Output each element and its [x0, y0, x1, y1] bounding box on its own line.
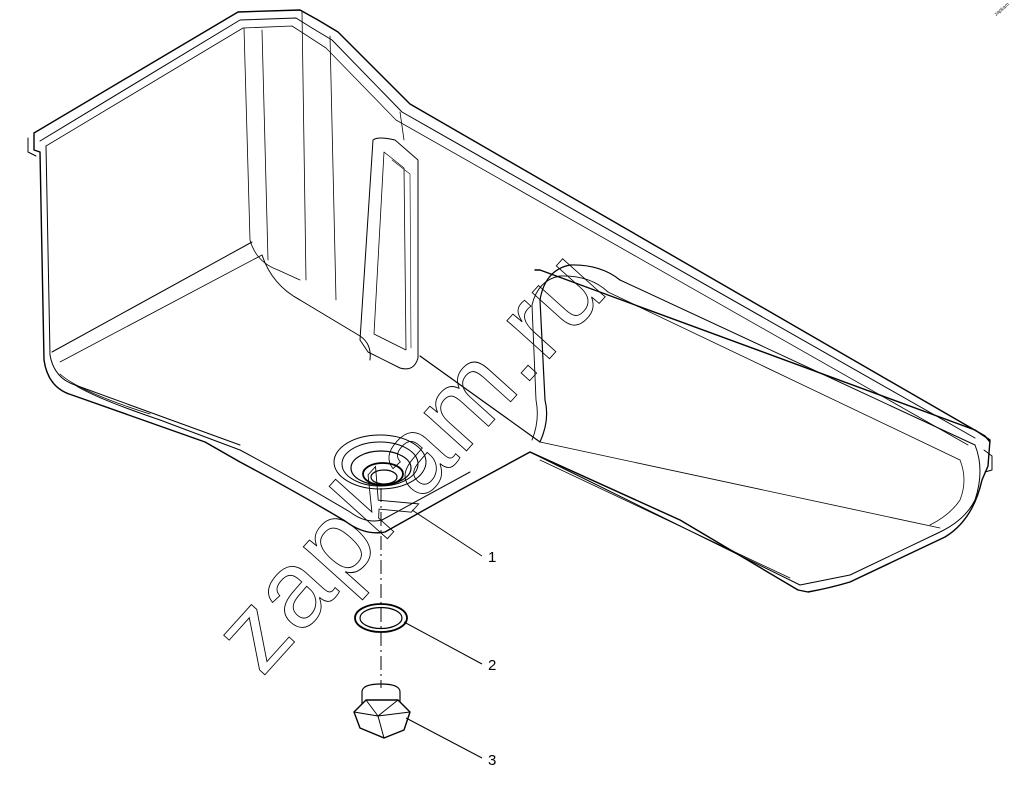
drain-boss-hole: [362, 462, 404, 486]
callout-label-2: 2: [488, 657, 496, 674]
wall-vertical-1: [301, 11, 307, 281]
center-slot-outer: [359, 137, 419, 370]
drain-boss-hole-inner: [370, 469, 398, 485]
center-slot-inner-2: [391, 159, 412, 349]
flange-inner-line-top-2: [45, 25, 969, 446]
drain-plug-hex-face: [353, 699, 411, 739]
oil-pan: [27, 9, 993, 593]
left-wall-inner: [243, 27, 301, 281]
right-section-floor-line: [607, 291, 961, 461]
right-bottom-edge-2: [539, 459, 791, 579]
watermark: zapkam.ru: [189, 224, 628, 693]
right-end-wall-inner: [929, 459, 965, 526]
drain-boss: [333, 434, 427, 490]
sump-front-lower: [74, 384, 471, 522]
left-wall: [45, 145, 241, 446]
left-wall-inner-2: [261, 29, 269, 261]
drain-boss-mid: [341, 441, 419, 487]
right-end-wall: [799, 444, 981, 586]
leader-line-2: [403, 621, 483, 665]
wall-vertical-3: [399, 111, 405, 141]
callout-label-3: 3: [488, 752, 496, 769]
drain-plug-hex: [353, 699, 411, 739]
step-hump-inner: [531, 275, 609, 441]
drain-boss-outer: [333, 434, 427, 490]
leader-lines: [403, 509, 483, 759]
drain-plug: [353, 683, 411, 739]
sump-floor-left-2: [59, 254, 263, 363]
callout-label-1: 1: [488, 549, 496, 566]
oil-pan-outer-outline: [33, 9, 991, 593]
sealing-ring-inner: [359, 606, 403, 630]
leader-line-3: [405, 717, 483, 759]
sump-floor-left: [51, 241, 253, 353]
flange-inner-line-top: [39, 17, 976, 439]
right-section-top: [619, 279, 976, 446]
center-slot-inner: [373, 151, 407, 351]
right-section-floor-line-2: [539, 441, 941, 529]
corner-mark: zapkam: [993, 2, 1010, 18]
sump-floor-inner: [261, 254, 371, 361]
sump-front-lower-2: [59, 373, 151, 415]
wall-vertical-2: [329, 35, 337, 301]
flange-tab-right: [983, 449, 993, 473]
right-bottom-edge: [529, 451, 801, 586]
flange-tab-left: [27, 137, 37, 157]
leader-line-1: [411, 509, 483, 557]
